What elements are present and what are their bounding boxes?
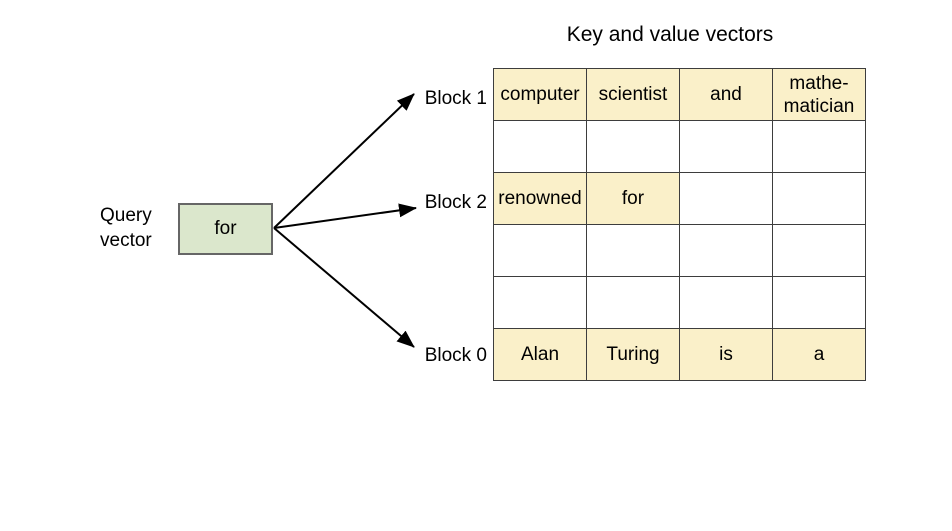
- query-vector-token: for: [214, 218, 237, 239]
- table-cell: [679, 276, 773, 329]
- table-row: renowned for: [493, 172, 866, 225]
- table-cell: and: [679, 68, 773, 121]
- table-cell-text: mathe-matician: [783, 72, 855, 117]
- table-row: [493, 276, 866, 329]
- table-cell: mathe-matician: [772, 68, 866, 121]
- arrow-to-block-0: [273, 227, 415, 348]
- table-row: Alan Turing is a: [493, 328, 866, 381]
- table-cell: [772, 276, 866, 329]
- table-cell: scientist: [586, 68, 680, 121]
- table-cell: Turing: [586, 328, 680, 381]
- table-cell: [772, 120, 866, 173]
- table-cell: Alan: [493, 328, 587, 381]
- table-cell: [679, 224, 773, 277]
- block-label-1: Block 1: [424, 88, 487, 109]
- table-cell: [586, 120, 680, 173]
- table-cell-text: scientist: [598, 84, 668, 105]
- table-cell-text: Alan: [520, 344, 560, 365]
- table-cell-text: is: [719, 344, 733, 365]
- table-cell-text: renowned: [498, 188, 582, 209]
- table-cell: [772, 224, 866, 277]
- table-cell-text: computer: [500, 84, 580, 105]
- table-cell: [493, 276, 587, 329]
- table-cell: is: [679, 328, 773, 381]
- table-cell: [679, 172, 773, 225]
- table-row: computer scientist and mathe-matician: [493, 68, 866, 121]
- page-title: Key and value vectors: [566, 23, 774, 46]
- table-cell: [493, 120, 587, 173]
- table-cell-text: for: [621, 188, 645, 209]
- table-cell: [493, 224, 587, 277]
- table-cell: computer: [493, 68, 587, 121]
- block-label-2: Block 2: [424, 192, 487, 213]
- table-cell-text: a: [813, 344, 825, 365]
- query-vector-box[interactable]: for: [178, 203, 273, 255]
- table-cell-text: Turing: [606, 344, 660, 365]
- table-cell: [586, 224, 680, 277]
- table-cell-text: and: [710, 84, 742, 105]
- table-cell: [586, 276, 680, 329]
- block-label-0: Block 0: [424, 345, 487, 366]
- key-value-vectors-table: computer scientist and mathe-matician renown…: [493, 68, 866, 381]
- table-cell: for: [586, 172, 680, 225]
- query-vector-label: Query vector: [100, 203, 172, 253]
- query-vector-label-line-1: Query: [100, 205, 152, 226]
- table-cell: [679, 120, 773, 173]
- table-cell: a: [772, 328, 866, 381]
- table-row: [493, 120, 866, 173]
- table-cell: renowned: [493, 172, 587, 225]
- table-cell: [772, 172, 866, 225]
- query-vector-label-line-2: vector: [100, 230, 152, 251]
- table-row: [493, 224, 866, 277]
